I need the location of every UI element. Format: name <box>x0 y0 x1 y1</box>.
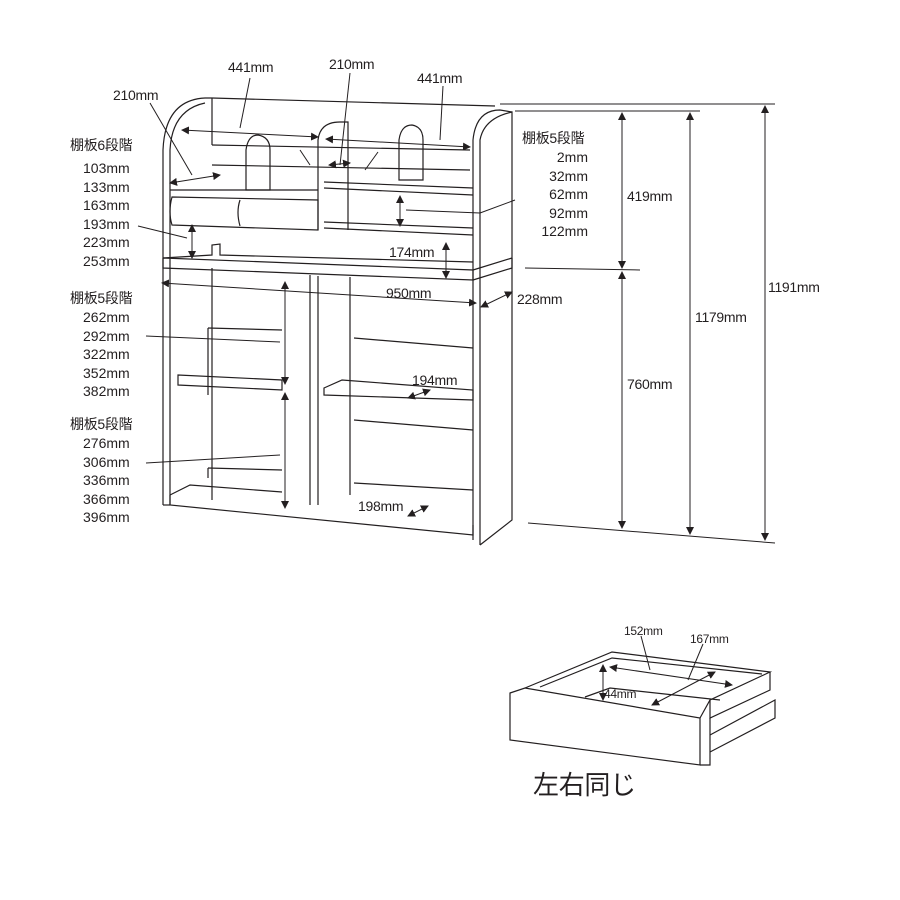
shelf-value: 352mm <box>83 364 130 381</box>
base-height-label: 760mm <box>627 376 673 392</box>
shelf-value: 262mm <box>83 309 130 325</box>
shelf-unit-outline <box>162 97 513 546</box>
upper-left-shelf-title: 棚板6段階 <box>70 137 133 153</box>
upper-left-shelf-values: 103mm 133mm 163mm 193mm 223mm 253mm <box>83 159 130 271</box>
shelf-value: 223mm <box>83 234 130 251</box>
drawer-outline <box>509 635 776 766</box>
top-left-width-label: 441mm <box>228 59 274 75</box>
shelf-value: 133mm <box>83 178 130 195</box>
total-height-label: 1191mm <box>768 279 820 295</box>
top-center-depth-label: 210mm <box>329 56 375 72</box>
shelf-value: 193mm <box>83 215 130 232</box>
middle-shelf-title: 棚板5段階 <box>70 290 133 306</box>
desk-depth-label: 228mm <box>517 291 563 307</box>
total-width-label: 950mm <box>386 285 432 301</box>
shelf-value: 306mm <box>83 453 130 470</box>
shelf-value: 163mm <box>83 197 130 214</box>
lower-shelf-title: 棚板5段階 <box>70 416 133 432</box>
shelf-value: 382mm <box>83 383 130 400</box>
shelf-value: 366mm <box>83 490 130 507</box>
shelf-value: 32mm <box>549 167 588 184</box>
drawer-depth-label: 167mm <box>690 632 729 646</box>
top-right-width-label: 441mm <box>417 70 463 86</box>
upper-right-shelf-values: 2mm 32mm 62mm 92mm 122mm <box>540 148 588 241</box>
shelf-value: 2mm <box>556 149 588 165</box>
shelf-value: 103mm <box>83 160 130 176</box>
shelf-value: 253mm <box>83 252 130 269</box>
shelf-value: 62mm <box>549 186 588 203</box>
lower-shelf-values: 276mm 306mm 336mm 366mm 396mm <box>83 434 130 527</box>
dimension-lines <box>137 72 776 544</box>
drawer-width-label: 152mm <box>624 624 663 638</box>
shelf-value: 276mm <box>83 435 130 451</box>
middle-shelf-depth-label: 194mm <box>412 372 458 388</box>
hutch-clearance-label: 174mm <box>389 244 435 260</box>
shelf-value: 122mm <box>541 223 588 240</box>
shelf-value: 336mm <box>83 472 130 489</box>
top-side-depth-label: 210mm <box>113 87 159 103</box>
drawer-note: 左右同じ <box>533 770 636 800</box>
hutch-height-label: 419mm <box>627 188 673 204</box>
shelf-value: 292mm <box>83 327 130 344</box>
bottom-shelf-depth-label: 198mm <box>358 498 404 514</box>
shelf-value: 322mm <box>83 346 130 363</box>
middle-shelf-values: 262mm 292mm 322mm 352mm 382mm <box>83 308 130 401</box>
shelf-value: 396mm <box>83 509 130 526</box>
upper-right-shelf-title: 棚板5段階 <box>522 130 585 146</box>
shelf-value: 92mm <box>549 204 588 221</box>
inner-height-label: 1179mm <box>695 309 747 325</box>
drawer-height-label: 44mm <box>604 687 637 701</box>
